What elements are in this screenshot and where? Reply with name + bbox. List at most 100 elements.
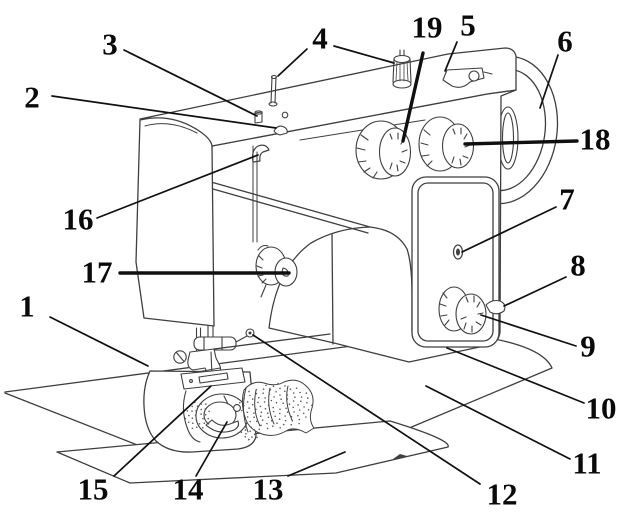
stipple-dot [292, 406, 295, 409]
thread-guide-post [254, 110, 289, 124]
stipple-dot [239, 401, 241, 404]
stipple-dot [295, 387, 298, 390]
bobbin-winder [442, 67, 493, 88]
stipple-dot [259, 415, 262, 418]
stipple-dot [275, 401, 278, 404]
leader-lines [49, 41, 585, 485]
stipple-dot [265, 384, 267, 387]
stipple-dot [240, 409, 243, 412]
stipple-dot [202, 417, 204, 420]
table-logo-mark [393, 454, 407, 459]
stipple-dot [245, 432, 247, 435]
stipple-dot [286, 398, 289, 400]
stipple-dot [286, 411, 289, 413]
callout-thread-guide-clip: 2 [24, 80, 40, 115]
stipple-dot [243, 405, 245, 407]
stipple-dot [303, 406, 305, 408]
stitch-width-dial [418, 116, 475, 172]
leader-line-thread-guide-clip [51, 95, 277, 129]
leader-line-take-up-lever [96, 154, 259, 219]
leader-line-stitch-width-dial [463, 139, 579, 146]
take-up-lever [251, 144, 270, 243]
stipple-dot [272, 410, 275, 413]
stipple-dot [255, 408, 257, 411]
leader-line-flat-bed [425, 385, 571, 460]
leader-line-extension-table [287, 451, 346, 477]
stipple-dot [298, 418, 301, 421]
stipple-dot [267, 412, 269, 415]
stipple-dot [244, 436, 246, 438]
stipple-dot [302, 412, 305, 415]
stipple-dot [203, 422, 206, 425]
stipple-dot [191, 405, 193, 408]
stipple-dot [259, 405, 262, 408]
leader-line-reverse-lever [503, 276, 567, 307]
stipple-dot [260, 424, 262, 427]
callout-stitch-width-dial: 18 [580, 122, 611, 157]
stipple-dot [273, 396, 275, 398]
stipple-dot [195, 419, 198, 422]
stipple-dot [186, 410, 189, 412]
stipple-dot [284, 415, 287, 417]
stipple-dot [297, 404, 299, 406]
stipple-dot [292, 392, 295, 394]
stipple-dot [279, 387, 281, 390]
stipple-dot [184, 417, 187, 420]
stipple-dot [292, 400, 295, 402]
stipple-dot [258, 428, 261, 431]
stipple-dot [251, 398, 254, 400]
stipple-dot [250, 426, 253, 429]
callout-pattern-selector-dial: 19 [412, 10, 443, 45]
stipple-dot [246, 416, 249, 418]
stipple-dot [204, 408, 207, 410]
stipple-dot [272, 406, 275, 409]
stipple-dot [272, 425, 274, 428]
stipple-dot [298, 409, 301, 411]
stipple-dot [290, 415, 293, 418]
stipple-dot [284, 385, 286, 387]
stipple-dot [278, 418, 281, 421]
stipple-dot [280, 398, 282, 401]
callout-panel-screw: 7 [559, 182, 575, 217]
leader-line-spool-pins-2 [333, 45, 395, 64]
stipple-dot [200, 413, 202, 415]
bobbin-latch [205, 419, 240, 433]
leader-line-stitch-length-dial [480, 314, 577, 347]
stipple-dot [258, 432, 260, 434]
stipple-dot [274, 415, 277, 418]
stipple-texture [184, 382, 313, 441]
stipple-dot [279, 412, 281, 415]
stipple-dot [200, 408, 202, 411]
stipple-dot [253, 433, 256, 436]
stipple-dot [305, 416, 307, 418]
callout-bobbin-winder: 5 [460, 8, 476, 43]
stipple-dot [300, 400, 302, 403]
stipple-dot [306, 402, 308, 404]
stipple-dot [260, 411, 263, 414]
stipple-dot [246, 411, 249, 414]
stipple-dot [244, 429, 247, 431]
stipple-dot [251, 403, 254, 406]
stipple-dot [255, 388, 258, 391]
stipple-dot [253, 416, 255, 419]
stipple-dot [293, 411, 295, 413]
stipple-dot [191, 417, 194, 419]
stipple-dot [284, 390, 286, 393]
stipple-dot [307, 409, 310, 411]
top-cover-screw [281, 111, 289, 119]
callout-needle-clamp-screw: 12 [487, 477, 518, 512]
spool-pin [268, 74, 278, 107]
stipple-dot [249, 420, 251, 423]
stipple-dot [240, 431, 243, 434]
stipple-dot [285, 407, 287, 410]
stipple-dot [188, 414, 190, 417]
stipple-dot [282, 423, 285, 426]
stipple-dot [249, 430, 251, 433]
leader-line-handwheel [539, 54, 559, 109]
stipple-dot [306, 397, 309, 399]
stipple-dot [258, 396, 260, 399]
leader-line-bobbin-latch [195, 421, 228, 477]
stipple-dot [263, 401, 266, 403]
stipple-dot [264, 397, 266, 399]
